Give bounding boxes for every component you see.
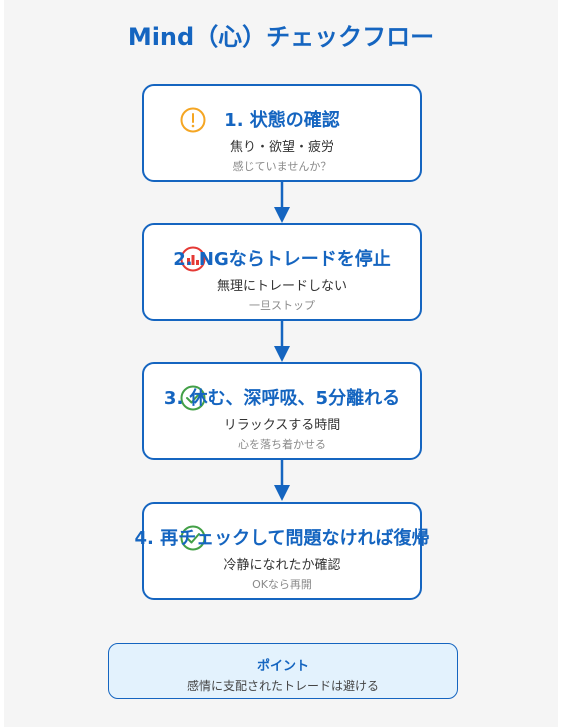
step-2-title: 2. NGならトレードを停止 [173, 249, 391, 270]
warning-icon [180, 107, 206, 133]
step-3-note: 心を落ち着かせる [238, 438, 326, 451]
step-3-title: 3. 休む、深呼吸、5分離れる [163, 388, 401, 409]
step-3-box: 3. 休む、深呼吸、5分離れる リラックスする時間 心を落ち着かせる [142, 362, 422, 460]
diagram-canvas: Mind（心）チェックフロー 1. 状態の確認 焦り・欲望・疲労 感じていません… [4, 0, 558, 727]
step-3-subtitle: リラックスする時間 [223, 418, 341, 433]
step-2-box: 2. NGならトレードを停止 無理にトレードしない 一旦ストップ [142, 223, 422, 321]
step-2-subtitle: 無理にトレードしない [216, 279, 347, 294]
step-1-box: 1. 状態の確認 焦り・欲望・疲労 感じていませんか？ [142, 84, 422, 182]
arrow-down-icon [274, 181, 290, 223]
point-box: ポイント 感情に支配されたトレードは避ける [108, 643, 458, 699]
step-4-title: 4. 再チェックして問題なければ復帰 [134, 528, 430, 549]
step-4-note: OKなら再開 [252, 578, 312, 591]
check-circle-icon [180, 525, 206, 551]
diagram-title: Mind（心）チェックフロー [127, 23, 435, 51]
point-title: ポイント [256, 659, 309, 674]
point-text: 感情に支配されたトレードは避ける [186, 679, 379, 693]
step-1-subtitle: 焦り・欲望・疲労 [229, 140, 334, 155]
step-2-note: 一旦ストップ [249, 299, 315, 312]
arrow-down-icon [274, 320, 290, 362]
step-4-subtitle: 冷静になれたか確認 [223, 558, 341, 573]
stop-icon [180, 246, 206, 272]
step-1-note: 感じていませんか？ [232, 160, 332, 173]
arrow-down-icon [274, 459, 290, 501]
step-1-title: 1. 状態の確認 [224, 110, 340, 131]
step-4-box: 4. 再チェックして問題なければ復帰 冷静になれたか確認 OKなら再開 [134, 502, 430, 600]
check-circle-icon [180, 385, 206, 411]
